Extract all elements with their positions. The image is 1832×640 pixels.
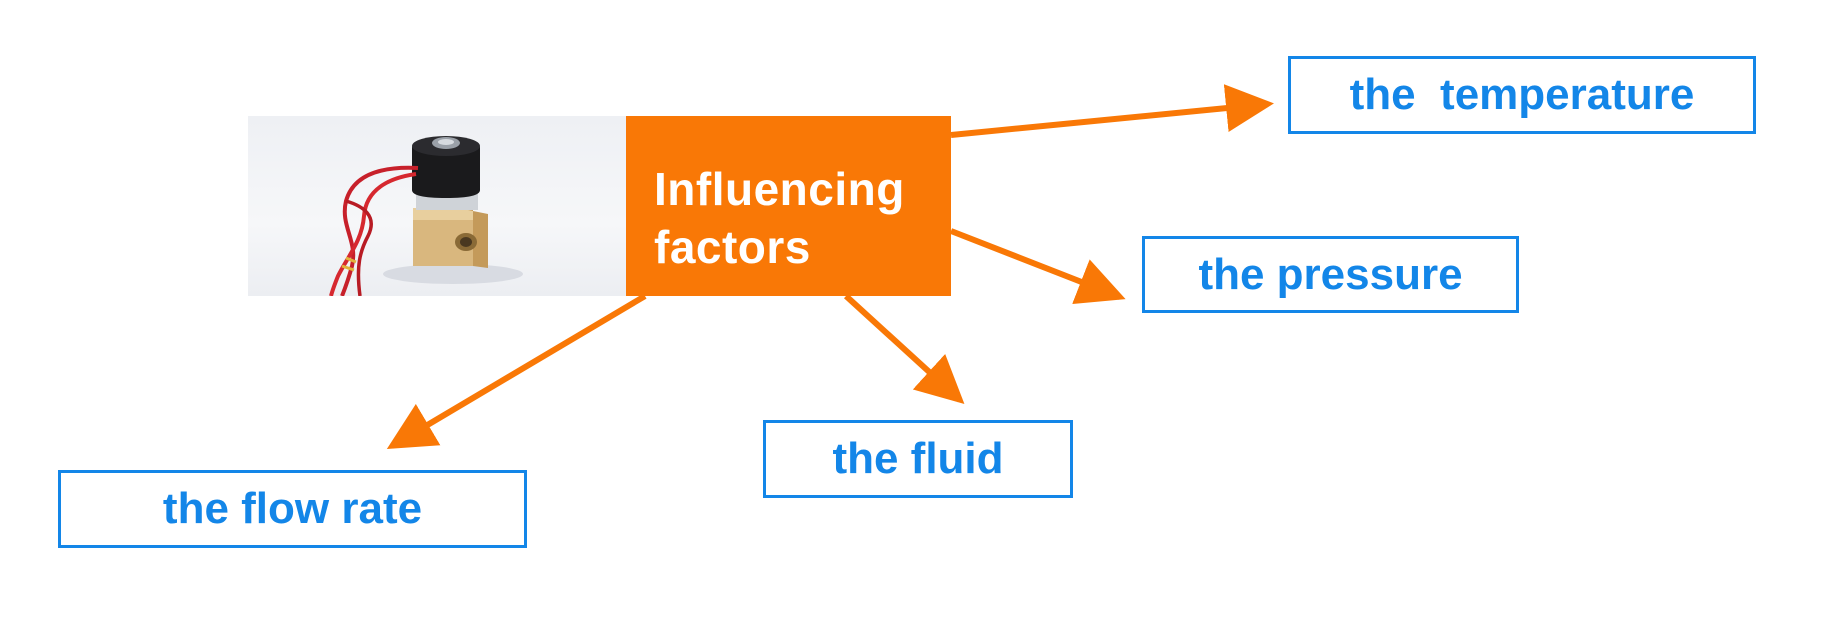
node-flow-rate: the flow rate (58, 470, 527, 548)
center-label-line2: factors (654, 221, 811, 273)
arrow-to-fluid (843, 293, 965, 405)
influencing-factors-box: Influencing factors (626, 116, 951, 296)
arrow-to-pressure (949, 228, 1126, 305)
solenoid-valve-photo (248, 116, 626, 296)
arrow-to-flow-rate (386, 293, 647, 450)
center-label-line1: Influencing (654, 163, 905, 215)
arrow-to-temperature (950, 84, 1274, 138)
node-temperature: the temperature (1288, 56, 1756, 134)
node-pressure: the pressure (1142, 236, 1519, 313)
node-fluid: the fluid (763, 420, 1073, 498)
solenoid-valve-icon (329, 136, 523, 296)
